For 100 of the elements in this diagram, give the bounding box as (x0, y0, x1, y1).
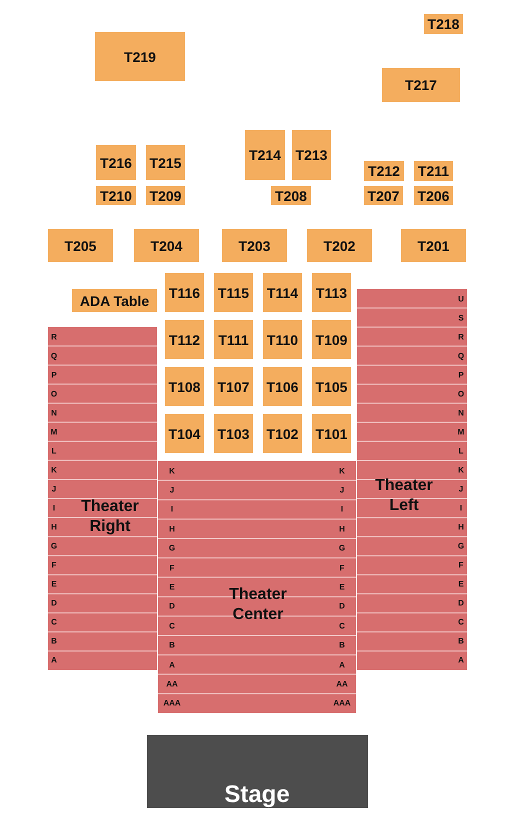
table-label: T116 (168, 284, 200, 300)
row-letter: Q (458, 351, 464, 360)
row-letter: P (458, 370, 464, 380)
row-letter: O (50, 389, 58, 398)
row-letter: E (339, 582, 345, 592)
table-label: T209 (150, 188, 182, 204)
row-letter: R (51, 332, 57, 342)
seating-table (312, 273, 351, 312)
row-letter: G (458, 542, 464, 551)
row-letter: H (339, 524, 345, 534)
table-label: T204 (150, 238, 182, 254)
seating-table (271, 186, 311, 205)
seating-table (95, 32, 185, 81)
seating-table (312, 367, 351, 406)
table-label: T114 (266, 284, 298, 300)
row-letter: B (458, 636, 464, 646)
table-label: T210 (100, 188, 132, 204)
row-letter: Q (50, 351, 58, 360)
seating-section (357, 289, 467, 670)
stage-area (147, 735, 368, 808)
section-name: Theater Right (80, 497, 140, 537)
seating-table (146, 186, 185, 205)
table-label: T214 (249, 147, 281, 163)
seating-table (146, 145, 185, 180)
row-letter: I (340, 504, 344, 514)
seating-table (48, 229, 113, 262)
row-letter: J (458, 484, 464, 494)
row-letter: C (458, 618, 464, 627)
row-letter: L (458, 446, 464, 456)
seating-table (165, 320, 204, 359)
row-letter: J (340, 486, 344, 495)
row-letter: H (51, 522, 57, 532)
row-letter: AA (166, 679, 178, 688)
table-label: T105 (316, 378, 348, 394)
row-letter: B (51, 636, 57, 646)
row-letter: H (169, 524, 175, 534)
row-letter: I (460, 504, 462, 513)
table-label: T205 (64, 238, 96, 254)
table-label: T208 (275, 188, 307, 204)
seating-table (307, 229, 372, 262)
row-letter: A (458, 656, 464, 665)
table-label: T102 (266, 426, 298, 442)
table-label: T218 (428, 16, 460, 32)
row-letter: AA (336, 679, 348, 688)
table-label: T113 (316, 284, 348, 300)
table-label: T219 (124, 48, 156, 64)
seating-section (158, 461, 356, 713)
row-letter: G (168, 544, 176, 553)
seating-table (245, 130, 285, 180)
table-label: T203 (238, 238, 270, 254)
seating-table (312, 320, 351, 359)
row-letter: F (170, 563, 174, 572)
row-letter: D (458, 598, 464, 608)
row-letter: K (51, 465, 57, 474)
row-letter: P (51, 370, 57, 380)
seating-section (48, 327, 157, 670)
row-letter: B (169, 640, 175, 650)
seating-table (134, 229, 199, 262)
table-label: T115 (218, 284, 250, 300)
table-label: T202 (324, 238, 356, 254)
row-letter: N (51, 408, 57, 418)
row-letter: I (170, 504, 174, 514)
seating-table (312, 414, 351, 453)
table-label: T206 (418, 188, 450, 204)
table-label: T103 (218, 426, 250, 442)
row-letter: H (458, 522, 464, 532)
row-letter: I (52, 504, 56, 513)
seating-table (414, 186, 453, 205)
table-label: T207 (368, 188, 400, 204)
table-label: T106 (266, 378, 298, 394)
row-letter: J (52, 484, 56, 494)
row-letter: AAA (163, 698, 181, 708)
table-label: T111 (218, 332, 249, 348)
seating-table (364, 161, 404, 181)
row-letter: R (458, 332, 464, 342)
seating-table (263, 320, 302, 359)
row-letter: B (339, 640, 345, 650)
row-letter: A (339, 660, 345, 670)
row-letter: K (458, 465, 464, 474)
row-letter: K (339, 466, 345, 476)
row-letter: E (458, 580, 464, 589)
table-label: T107 (218, 378, 250, 394)
seating-table (263, 414, 302, 453)
row-letter: N (458, 408, 464, 418)
section-name: Theater Center (228, 585, 288, 625)
table-label: T101 (316, 426, 348, 442)
stage-label: Stage (224, 781, 290, 809)
row-letter: O (458, 389, 464, 398)
seating-table (214, 320, 253, 359)
table-label: T213 (296, 147, 328, 163)
seating-table (364, 186, 403, 205)
seating-table (96, 145, 136, 180)
row-letter: F (340, 563, 344, 572)
seating-table (292, 130, 331, 180)
row-letter: E (169, 582, 175, 592)
seating-table (222, 229, 287, 262)
seating-table (263, 273, 302, 312)
table-label: T112 (168, 332, 200, 348)
table-label: ADA Table (80, 292, 150, 308)
table-label: T216 (100, 154, 132, 170)
